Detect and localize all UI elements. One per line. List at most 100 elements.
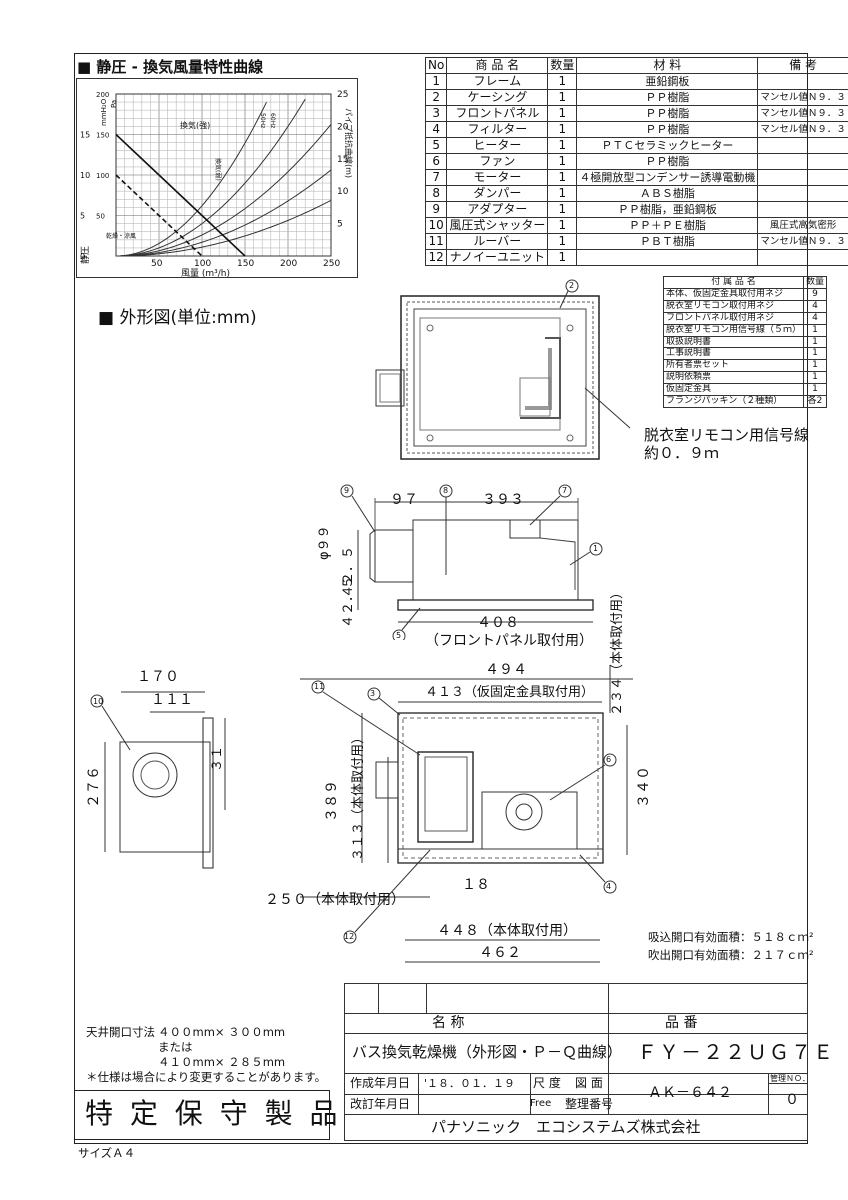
parts-cell: マンセル値Ｎ９．３ — [757, 233, 848, 250]
parts-cell: ＰＰ樹脂 — [576, 153, 759, 170]
parts-cell: 1 — [547, 249, 578, 266]
outline-heading: ■ 外形図(単位:mm) — [98, 308, 257, 328]
parts-cell: 7 — [424, 169, 448, 186]
ref-label: 整理番号 — [565, 1097, 614, 1111]
ceiling-or: または — [158, 1040, 193, 1054]
parts-cell: フレーム — [446, 73, 549, 90]
parts-cell: 6 — [424, 153, 448, 170]
dim-18: １８ — [462, 877, 490, 893]
parts-cell: 8 — [424, 185, 448, 202]
parts-cell: 1 — [547, 201, 578, 218]
dim-111: １１１ — [151, 692, 193, 708]
parts-cell: 風圧式高気密形 — [757, 217, 848, 234]
x-axis-title: 風量 (m³/h) — [181, 268, 230, 278]
parts-cell: ＰＴＣセラミックヒーター — [576, 137, 759, 154]
chart-heading: ■ 静圧 - 換気風量特性曲線 — [77, 58, 264, 76]
product-label: 品 番 — [665, 1015, 698, 1031]
front-view-drawing — [300, 665, 633, 963]
right-axis-title: パイプ抵抗曲線(m) — [344, 108, 354, 178]
signal-line-length: 約０．９ｍ — [644, 444, 720, 462]
callout-8: 8 — [443, 486, 449, 495]
parts-cell: 1 — [547, 153, 578, 170]
parts-cell: マンセル値Ｎ９．３ — [757, 121, 848, 138]
left-tick-pa: 200 — [96, 91, 109, 99]
parts-cell: アダプター — [446, 201, 549, 218]
parts-cell: 12 — [424, 249, 448, 266]
parts-cell — [757, 73, 848, 90]
callout-10: 10 — [93, 697, 104, 706]
y-axis-title: 静圧 — [79, 246, 91, 264]
dim-494: ４９４ — [485, 662, 527, 678]
right-tick-label: 5 — [337, 220, 343, 230]
right-tick-label: 25 — [337, 90, 348, 100]
dim-313: ３１３（本体取付用） — [351, 730, 366, 861]
parts-cell: ナノイーユニット — [446, 249, 549, 266]
parts-header-cell: 備 考 — [757, 57, 848, 74]
pipe-resistance-curve — [115, 199, 332, 257]
callout-4: 4 — [606, 882, 612, 891]
spec-note: ＊仕様は場合により変更することがあります。 — [86, 1070, 327, 1084]
parts-cell: ＰＰ樹脂 — [576, 121, 759, 138]
mgmt-number: ０ — [785, 1092, 799, 1108]
left-tick-mmh2o: 5 — [80, 212, 85, 221]
parts-cell: ヒーター — [446, 137, 549, 154]
pipe-resistance-curve — [115, 101, 267, 257]
parts-cell — [757, 137, 848, 154]
dim-408-note: （フロントパネル取付用） — [425, 633, 593, 649]
x-tick-label: 100 — [194, 259, 211, 269]
scale-value: Free — [530, 1098, 552, 1109]
ceiling-label: 天井開口寸法 — [86, 1025, 155, 1039]
dim-250: ２５０（本体取付用） — [265, 892, 405, 908]
parts-cell — [576, 249, 759, 266]
callout-1: 1 — [593, 544, 599, 553]
left-tick-mmh2o: 0 — [80, 252, 85, 261]
label-dry: 乾燥・涼風 — [106, 232, 136, 240]
intake-area: 吸込開口有効面積：５１８ｃｍ² — [648, 930, 814, 944]
parts-cell — [757, 153, 848, 170]
dim-389: ３８９ — [324, 780, 340, 822]
parts-header-cell: 材 料 — [576, 57, 759, 74]
parts-cell: 1 — [547, 185, 578, 202]
side-view-drawing — [340, 484, 603, 640]
left-axis-unit-1: mmH₂O — [100, 98, 108, 126]
callout-3: 3 — [370, 689, 376, 698]
legend-60hz: 60Hz — [269, 113, 276, 128]
parts-header-cell: 商 品 名 — [446, 57, 549, 74]
parts-cell: ファン — [446, 153, 549, 170]
dim-31: ３１ — [210, 745, 225, 772]
parts-cell: ＰＰ樹脂 — [576, 89, 759, 106]
accessory-cell: フランジパッキン（２種類） — [662, 395, 805, 408]
parts-cell — [757, 249, 848, 266]
parts-cell: ケーシング — [446, 89, 549, 106]
accessory-row: フランジパッキン（２種類）各2 — [662, 395, 828, 408]
created-label: 作成年月日 — [350, 1076, 411, 1090]
callout-6: 6 — [606, 755, 612, 764]
parts-cell: ＰＰ樹脂，亜鉛鋼板 — [576, 201, 759, 218]
special-maintenance-box: 特 定 保 守 製 品 — [74, 1090, 338, 1140]
parts-cell: ４極開放型コンデンサー誘導電動機 — [576, 169, 759, 186]
company-name: パナソニック エコシステムズ株式会社 — [431, 1118, 701, 1136]
pipe-resistance-curve — [115, 124, 332, 257]
parts-header-cell: No — [424, 57, 448, 74]
parts-cell: 3 — [424, 105, 448, 122]
callout-7: 7 — [562, 486, 568, 495]
legend-50hz: 50Hz — [259, 113, 266, 128]
dim-408: ４０８ — [477, 615, 519, 631]
x-tick-label: 150 — [237, 259, 254, 269]
x-tick-label: 50 — [151, 259, 163, 269]
exhaust-area: 吹出開口有効面積：２１７ｃｍ² — [648, 948, 814, 962]
callout-12: 12 — [344, 932, 355, 941]
parts-cell: 1 — [547, 233, 578, 250]
left-tick-pa: 50 — [96, 213, 105, 221]
sheet-size: サイズＡ４ — [78, 1146, 136, 1160]
